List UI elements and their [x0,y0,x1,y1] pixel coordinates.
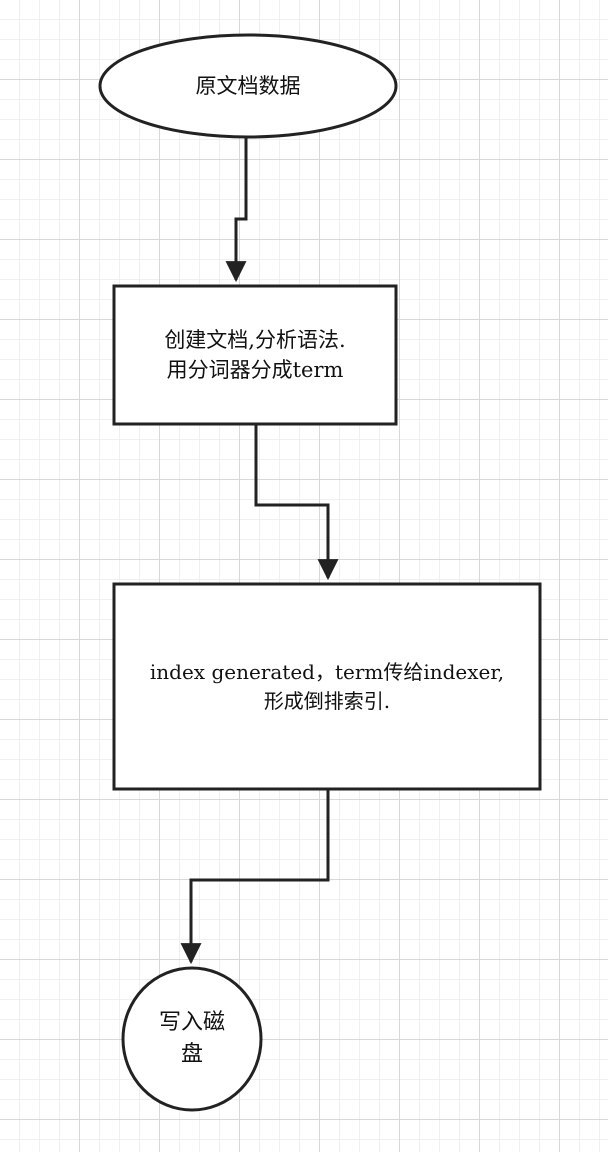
start-node-label: 原文档数据 [100,40,396,132]
step1-node-shape[interactable] [112,284,398,426]
end-node-label: 写入磁 盘 [123,968,261,1110]
edge-step1-to-step2 [254,424,339,581]
end-node-label-line-2: 盘 [180,1042,203,1067]
edge-start-to-step1 [225,137,248,283]
step2-node-label: index generated，term传给indexer, 形成倒排索引. [114,584,540,789]
step1-node-label-line-2: 用分词器分成term [166,358,344,382]
step1-node-label: 创建文档,分析语法. 用分词器分成term [114,286,396,424]
step2-node-label-line-1: index generated，term传给indexer, [149,659,505,684]
edge-step2-to-end [180,789,330,965]
start-node-shape[interactable] [98,33,398,139]
end-node-shape[interactable] [121,966,263,1112]
start-node-label-line-1: 原文档数据 [195,73,301,98]
step2-node-shape[interactable] [112,582,542,791]
step2-node-label-line-2: 形成倒排索引. [263,688,391,713]
step1-node-label-line-1: 创建文档,分析语法. [164,327,346,352]
end-node-label-line-1: 写入磁 [158,1010,225,1036]
